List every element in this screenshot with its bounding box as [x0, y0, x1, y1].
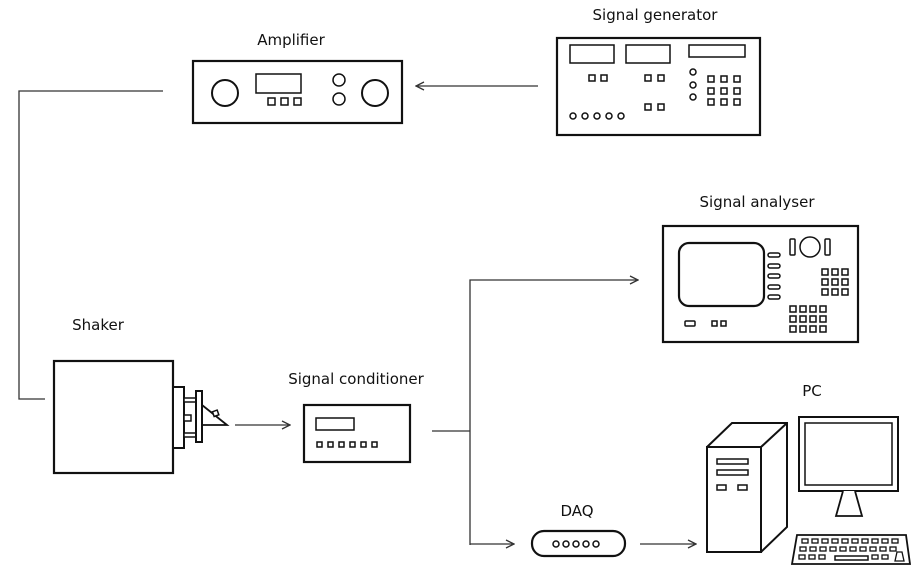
pc: PC [706, 382, 912, 565]
shaker-label: Shaker [72, 316, 125, 334]
keyboard-key [851, 538, 859, 544]
signal-analyser: Signal analyser [661, 193, 860, 344]
signal-generator: Signal generator [555, 6, 762, 137]
keyboard-key [829, 546, 837, 552]
pc-label: PC [802, 382, 822, 400]
daq-label: DAQ [560, 502, 593, 520]
connection-conditioner-branch [432, 280, 638, 545]
daq-icon [530, 529, 627, 558]
signal-conditioner-label: Signal conditioner [288, 370, 424, 388]
keyboard-key [871, 538, 879, 544]
keyboard-key [801, 538, 809, 544]
signal-generator-label: Signal generator [593, 6, 719, 24]
keyboard-key [869, 546, 877, 552]
keyboard-key [831, 538, 839, 544]
shaker: Shaker [52, 316, 230, 475]
keyboard-key [879, 546, 887, 552]
keyboard-key [871, 554, 879, 560]
keyboard-key [811, 538, 819, 544]
pc-tower-icon [706, 422, 788, 553]
keyboard-key [818, 554, 826, 560]
keyboard-key [809, 546, 817, 552]
signal-conditioner: Signal conditioner [288, 370, 425, 464]
daq: DAQ [530, 502, 627, 558]
shaker-icon [52, 359, 230, 475]
keyboard-key [799, 546, 807, 552]
pc-monitor-icon [798, 416, 899, 517]
keyboard-key [881, 538, 889, 544]
keyboard-key [839, 546, 847, 552]
keyboard-key [881, 554, 889, 560]
signal-conditioner-icon [302, 403, 412, 464]
keyboard-key [808, 554, 816, 560]
keyboard-key [891, 538, 899, 544]
keyboard-key [889, 546, 897, 552]
amplifier-icon [191, 59, 404, 125]
signal-analyser-label: Signal analyser [700, 193, 816, 211]
pc-keyboard-icon [790, 534, 912, 565]
connection-amplifier-to-shaker [18, 90, 163, 400]
amplifier-label: Amplifier [257, 31, 325, 49]
keyboard-key [821, 538, 829, 544]
keyboard-key [819, 546, 827, 552]
keyboard-key [798, 554, 806, 560]
signal-analyser-icon [661, 224, 860, 344]
keyboard-key [849, 546, 857, 552]
signal-generator-icon [555, 36, 762, 137]
keyboard-key [859, 546, 867, 552]
keyboard-key [861, 538, 869, 544]
pc-icon [706, 416, 912, 565]
amplifier: Amplifier [191, 31, 404, 125]
keyboard-key [841, 538, 849, 544]
